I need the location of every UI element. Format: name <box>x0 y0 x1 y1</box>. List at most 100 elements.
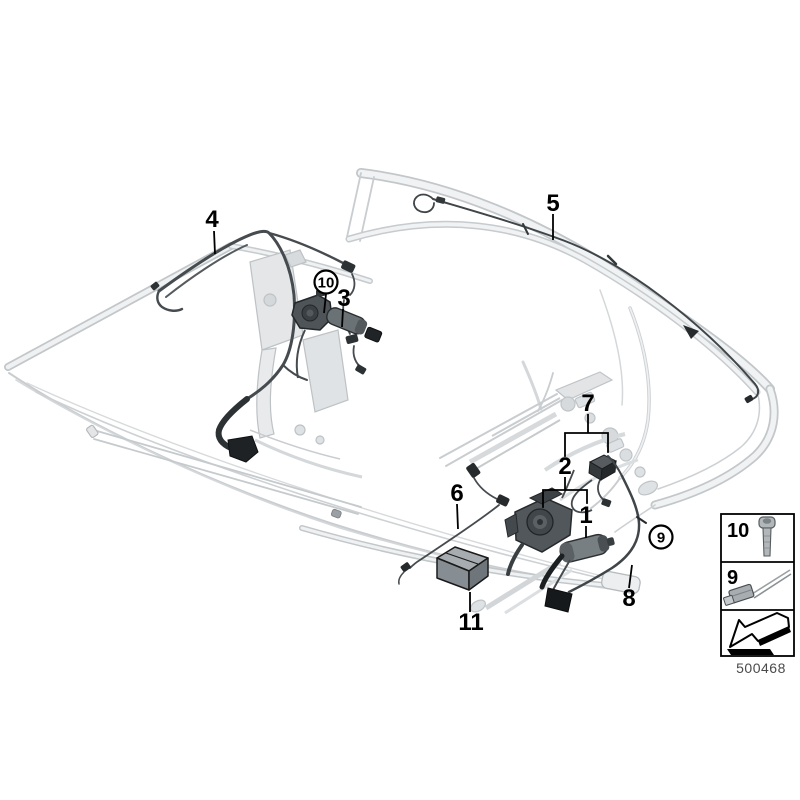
harness-4-hook <box>156 289 184 312</box>
wiring-harness-4 <box>150 229 367 463</box>
harness-5-start-loop <box>413 193 435 214</box>
harness-4-dangling-connector <box>345 334 359 344</box>
callout-6-leader <box>456 503 459 530</box>
harness-4-connector <box>227 435 259 463</box>
legend-box: 10 9 <box>720 513 795 657</box>
motor-1-cable <box>539 553 565 590</box>
cable-6-wire-b <box>409 504 500 569</box>
motor-1-nub <box>606 537 615 546</box>
harness-4-pigtail-3 <box>352 345 363 369</box>
motor-2-left-lug <box>504 513 519 538</box>
harness-4-small-connector <box>355 364 367 375</box>
cable-6 <box>398 463 510 585</box>
callouts: 4 5 10 3 7 2 1 6 <box>205 190 674 636</box>
harness-5-arrow-clip <box>683 325 699 339</box>
harness-4-loop-inner <box>165 244 248 298</box>
callout-2-bracket <box>542 489 588 508</box>
harness-4-thick-tail <box>215 396 250 451</box>
direction-arrow-icon <box>727 612 791 655</box>
harness-5-clip-2 <box>606 254 618 266</box>
motor-1-connector <box>544 587 573 613</box>
callout-3[interactable]: 3 <box>337 285 351 328</box>
wiring-harness-5 <box>413 193 760 404</box>
callout-10-circle <box>313 269 339 295</box>
panel-bow-1 <box>35 391 613 582</box>
sensor-with-cable-icon <box>723 569 792 606</box>
drive-unit-2 <box>504 487 573 576</box>
callout-10[interactable]: 10 <box>313 269 339 314</box>
panel-bottom-clip <box>330 508 342 519</box>
side-rail-end <box>86 424 99 439</box>
cable-6-top-connector <box>466 463 481 478</box>
motor-3-gear-hub <box>306 309 314 317</box>
strut-c <box>521 360 543 411</box>
cap-screw-icon <box>758 516 776 557</box>
sensor-7-loop-wire <box>570 479 593 514</box>
legend-row-screw[interactable]: 10 <box>727 516 776 557</box>
panel-bow-2 <box>26 382 607 578</box>
callout-10-label[interactable]: 10 <box>318 275 335 292</box>
rear-bow-fork-b <box>359 176 375 242</box>
callout-1[interactable]: 1 <box>579 502 593 538</box>
harness-4-branch-connector <box>341 260 356 273</box>
motor-rail-a <box>439 393 558 459</box>
drive-motor-1 <box>539 533 615 613</box>
harness-5-main <box>432 198 756 385</box>
callout-1-label[interactable]: 1 <box>579 502 592 529</box>
harness-5-end-clip <box>744 394 754 404</box>
callout-4[interactable]: 4 <box>205 206 219 255</box>
callout-4-label[interactable]: 4 <box>205 206 219 233</box>
callout-11[interactable]: 11 <box>458 592 484 636</box>
callout-5[interactable]: 5 <box>546 190 560 240</box>
callout-8-leader <box>628 564 633 589</box>
callout-6[interactable]: 6 <box>450 480 464 530</box>
strut-d <box>537 372 554 412</box>
motor-2-top-bracket <box>528 487 564 505</box>
legend-row-sensor[interactable]: 9 <box>722 567 792 606</box>
motor-2-hub <box>537 519 543 525</box>
sensor-7-drop-wire <box>561 469 575 499</box>
sensor-7-connector <box>601 498 612 508</box>
callout-8[interactable]: 8 <box>622 564 636 612</box>
rear-bow-fork-a <box>346 172 362 238</box>
callout-7[interactable]: 7 <box>564 390 609 457</box>
callout-7-label[interactable]: 7 <box>581 390 594 417</box>
callout-9[interactable]: 9 <box>648 524 674 550</box>
callout-3-label[interactable]: 3 <box>337 285 350 312</box>
motor-rail-b <box>445 399 563 467</box>
c-pillar-hook <box>650 384 779 510</box>
harness-4-pigtail-1 <box>349 273 356 296</box>
callout-4-leader <box>213 230 216 255</box>
callout-2[interactable]: 2 <box>542 453 588 508</box>
panel-outline-inner <box>15 379 613 590</box>
motor-3-endcap <box>354 319 368 335</box>
cable-6-end-connector <box>400 562 411 572</box>
rear-bow-outer <box>356 168 775 394</box>
callout-5-label[interactable]: 5 <box>546 190 559 217</box>
motor-3-connector <box>364 326 383 343</box>
callout-10-leader <box>323 293 327 314</box>
motor-2-lower-arm <box>506 543 524 576</box>
rear-bow-outer-core <box>357 169 774 393</box>
rear-bow-inner <box>345 220 761 396</box>
legend-9-label: 9 <box>727 567 738 589</box>
legend-row-arrow[interactable] <box>727 612 791 655</box>
motor-1-endcap <box>597 535 610 552</box>
callout-2-label[interactable]: 2 <box>558 453 571 480</box>
harness-4-branch <box>267 231 347 266</box>
motor-3-wire <box>295 329 306 379</box>
callout-7-bracket <box>564 432 609 457</box>
callout-9-circle <box>648 524 674 550</box>
callout-6-label[interactable]: 6 <box>450 480 463 507</box>
harness-8-main <box>567 474 641 594</box>
callout-8-label[interactable]: 8 <box>622 585 635 612</box>
cable-6-end-pigtail <box>398 571 405 585</box>
cable-6-wire-a <box>473 477 498 500</box>
box-11-side <box>468 557 489 591</box>
legend-10-label: 10 <box>727 520 749 542</box>
callout-11-label[interactable]: 11 <box>458 609 483 636</box>
cable-6-mid-connector <box>496 494 510 507</box>
callout-9-label[interactable]: 9 <box>657 530 665 547</box>
rear-pivot-mechanism <box>468 371 659 615</box>
